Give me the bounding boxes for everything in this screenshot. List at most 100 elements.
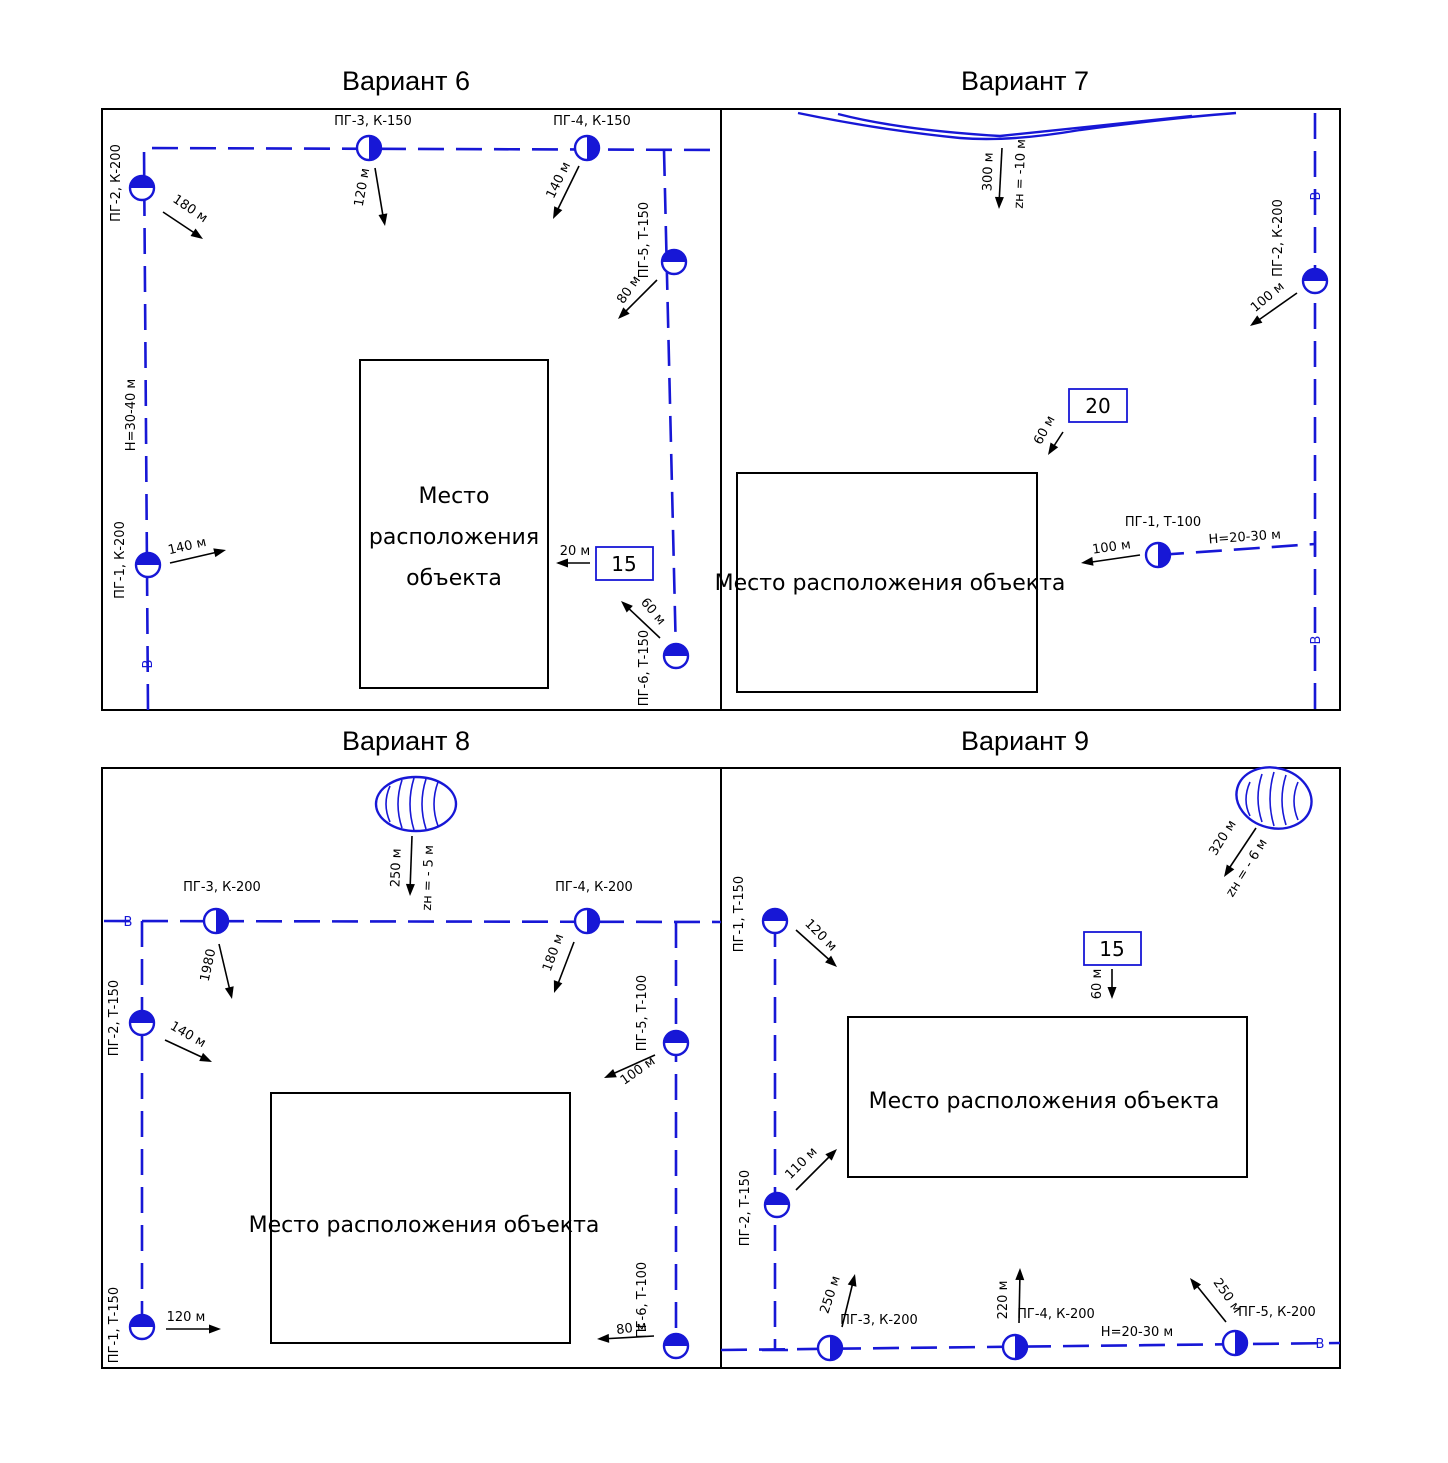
v6-building-line1: Место (419, 484, 490, 509)
v8-hydrant-3-label: ПГ-3, К-200 (183, 880, 261, 895)
v9-hydrant-1-distance: 120 м (801, 917, 839, 955)
v7-hydrant-1-arrow (1080, 554, 1141, 568)
v9-pond-hatch-5 (1293, 781, 1299, 821)
v9-pond (1235, 766, 1313, 830)
v8-hydrant-5-distance: 100 м (618, 1054, 658, 1089)
v6-hydrant-4-arrow (548, 165, 580, 221)
v9-hydrant-3-label: ПГ-3, К-200 (840, 1313, 918, 1328)
v7-water-distance: 300 м (980, 152, 996, 191)
v7-hydrant-1 (1144, 541, 1172, 569)
v6-tank-distance: 20 м (560, 544, 590, 559)
v8-hydrant-1-label: ПГ-1, Т-150 (107, 1287, 122, 1363)
v9-hydrant-1 (761, 907, 789, 935)
v7-building-label: Место расположения объекта (715, 571, 1066, 596)
v9-pond-hatch-4 (1281, 774, 1287, 826)
v8-water-arrow (405, 835, 415, 897)
v9-hydrant-5 (1221, 1329, 1249, 1357)
v8-building (270, 1092, 571, 1344)
v8-hydrant-2 (128, 1009, 156, 1037)
v6-hydrant-6-distance: 60 м (637, 595, 668, 628)
v6-hydrant-4 (573, 134, 601, 162)
variant-8-title: Вариант 8 (342, 726, 470, 756)
v8-pond-hatch-4 (421, 778, 427, 830)
v8-hydrant-2-arrow (164, 1039, 214, 1067)
v7-tank-arrow (1044, 431, 1064, 458)
v8-hydrant-5-arrow (602, 1054, 656, 1083)
v6-hydrant-1-label: ПГ-1, К-200 (113, 521, 128, 599)
v6-hydrant-4-distance: 140 м (544, 160, 574, 201)
v7-depth-note: Н=20-30 м (1208, 528, 1281, 548)
v6-hydrant-6-arrow (617, 597, 661, 639)
v6-hydrant-3-distance: 120 м (352, 167, 374, 208)
v7-pipe-mark-top: В (1309, 192, 1324, 201)
v8-hydrant-4-label: ПГ-4, К-200 (555, 880, 633, 895)
v6-tank-value: 15 (611, 552, 636, 576)
variant-6-title: Вариант 6 (342, 66, 470, 96)
variant-9-panel: 320 м zн = - 6 м В Н=20-30 м Место распо… (720, 766, 1341, 1362)
v8-hydrant-6 (662, 1332, 690, 1360)
v9-hydrant-5-label: ПГ-5, К-200 (1238, 1305, 1316, 1320)
v7-hydrant-2-label: ПГ-2, К-200 (1271, 199, 1286, 277)
v8-hydrant-4-distance: 180 м (540, 932, 567, 974)
v7-building (736, 472, 1038, 693)
v6-tank (595, 546, 654, 581)
v9-hydrant-2 (763, 1191, 791, 1219)
v6-hydrant-3-label: ПГ-3, К-150 (334, 114, 412, 129)
v9-tank (1083, 931, 1142, 966)
v7-water-level: zн = -10 м (1012, 139, 1029, 209)
v7-tank (1068, 388, 1128, 423)
v6-water-main (142, 146, 722, 711)
v8-building-label: Место расположения объекта (249, 1213, 600, 1238)
variant-7-title: Вариант 7 (961, 66, 1089, 96)
v6-building-line2: расположения (369, 525, 539, 550)
v8-water-main (103, 919, 722, 924)
v6-pipe-mark: В (141, 660, 156, 669)
v9-tank-value: 15 (1099, 937, 1124, 961)
v6-hydrant-1 (134, 551, 162, 579)
v6-hydrant-3-arrow (374, 167, 390, 227)
v6-hydrant-1-distance: 140 м (167, 535, 208, 558)
v9-water-arrow (1220, 827, 1257, 880)
v8-hydrant-3-distance: 1980 (198, 948, 220, 983)
v9-hydrant-2-arrow (795, 1145, 841, 1191)
variant-7-panel: 300 м zн = -10 м В В Н=20-30 м Место рас… (715, 111, 1329, 710)
v6-water-branch (662, 149, 678, 657)
v8-hydrant-4 (573, 907, 601, 935)
v9-pond-hatch-3 (1269, 771, 1275, 827)
v9-hydrant-4-label: ПГ-4, К-200 (1017, 1307, 1095, 1322)
v9-tank-distance: 60 м (1090, 969, 1105, 999)
v6-hydrant-2-label: ПГ-2, К-200 (109, 144, 124, 222)
v8-pond (374, 775, 458, 833)
v9-water-distance: 320 м (1206, 818, 1239, 859)
v7-river-bank-2 (837, 112, 1193, 138)
variant-6-panel: В Н=30-40 м Место расположения объекта 1… (109, 114, 722, 711)
v6-hydrant-5 (660, 248, 688, 276)
v7-hydrant-1-label: ПГ-1, Т-100 (1125, 515, 1201, 530)
v8-pond-hatch-2 (397, 779, 403, 829)
v8-hydrant-3 (202, 907, 230, 935)
v6-hydrant-3 (355, 134, 383, 162)
v8-hydrant-1-distance: 120 м (167, 1310, 206, 1325)
v7-tank-distance: 60 м (1031, 413, 1059, 447)
v6-building-line3: объекта (406, 566, 502, 591)
v6-hydrant-5-arrow (614, 279, 658, 323)
v9-hydrant-4-distance: 220 м (996, 1281, 1011, 1320)
v8-hydrant-1-arrow (166, 1324, 221, 1334)
v9-hydrant-3-arrow (841, 1272, 860, 1328)
v8-pipe-mark: В (124, 915, 133, 930)
v9-hydrant-5-distance: 250 м (1210, 1276, 1245, 1316)
v6-tank-arrow (556, 558, 590, 568)
v6-hydrant-4-label: ПГ-4, К-150 (553, 114, 631, 129)
v6-building (359, 359, 549, 689)
v6-hydrant-1-arrow (169, 545, 228, 564)
v8-water-level: zн = - 5 м (420, 845, 437, 911)
v9-tank-arrow (1107, 969, 1117, 999)
v9-pipe-mark: В (1316, 1337, 1325, 1352)
v7-water-arrow (994, 147, 1004, 210)
v9-hydrant-1-arrow (795, 929, 841, 971)
v6-hydrant-2 (128, 174, 156, 202)
variant-8-panel: 250 м zн = - 5 м В Место расположения об… (103, 775, 722, 1363)
v8-hydrant-5 (662, 1029, 690, 1057)
v9-hydrant-2-label: ПГ-2, Т-150 (738, 1170, 753, 1246)
